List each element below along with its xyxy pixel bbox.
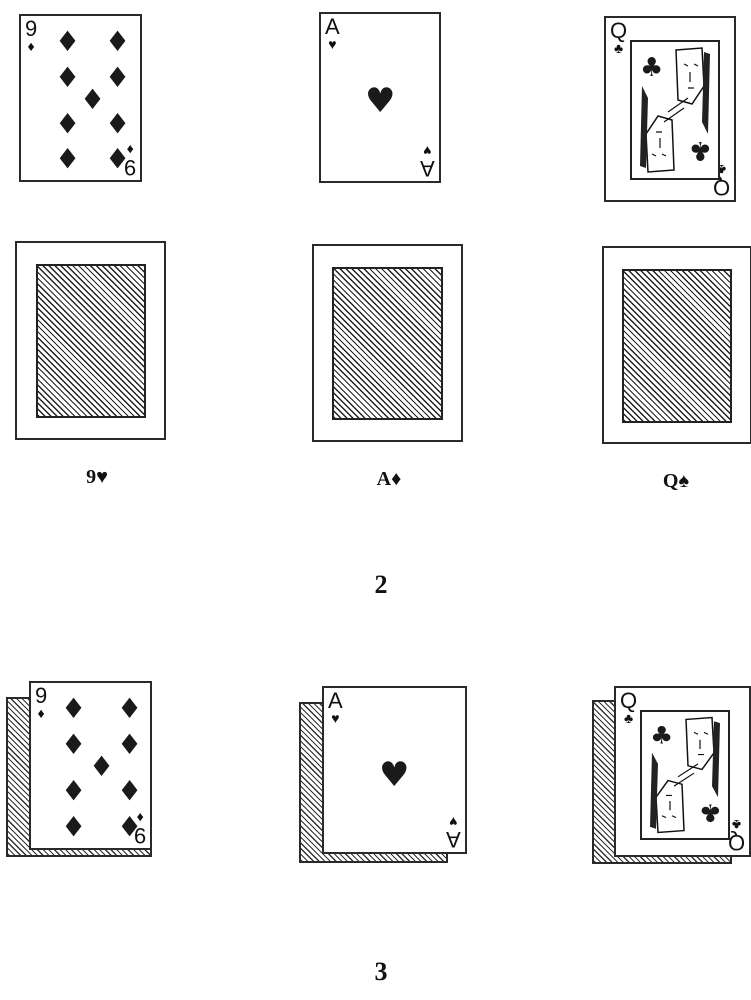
svg-text:♣: ♣ bbox=[689, 135, 712, 165]
card-corner-top: 9 ♦ bbox=[25, 19, 37, 53]
queen-portrait: ♣ ♣ bbox=[640, 710, 730, 840]
card-corner-bottom: A ♥ bbox=[446, 815, 461, 849]
club-suit-icon: ♣ bbox=[610, 41, 627, 55]
diamond-pip-icon: ♦ bbox=[80, 86, 105, 114]
diamond-pip-icon: ♦ bbox=[117, 695, 142, 723]
heart-pip-icon: ♥ bbox=[365, 84, 395, 118]
step-number-3: 3 bbox=[351, 957, 411, 987]
card-ace-of-hearts-stacked[interactable]: A ♥ A ♥ ♥ bbox=[322, 686, 467, 854]
card-back-pattern bbox=[622, 269, 732, 423]
heart-pip-icon: ♥ bbox=[379, 758, 409, 792]
diamond-pip-icon: ♦ bbox=[117, 731, 142, 759]
card-corner-top: Q ♣ bbox=[620, 691, 637, 725]
card-label-3: Q♠ bbox=[636, 470, 716, 493]
queen-portrait: ♣ ♣ bbox=[630, 40, 720, 180]
card-label-2: A♦ bbox=[349, 468, 429, 491]
card-corner-top: 9 ♦ bbox=[35, 686, 47, 720]
rank-text: A bbox=[446, 827, 461, 852]
card-back-pattern bbox=[332, 267, 443, 420]
svg-text:♣: ♣ bbox=[650, 721, 673, 749]
diamond-suit-icon: ♦ bbox=[25, 39, 37, 53]
diamond-pip-icon: ♦ bbox=[61, 811, 86, 839]
card-nine-of-diamonds[interactable]: 9 ♦ 9 ♦ ♦ ♦ ♦ ♦ ♦ ♦ ♦ ♦ ♦ bbox=[19, 14, 142, 182]
svg-text:♣: ♣ bbox=[699, 799, 722, 827]
card-back-1[interactable] bbox=[15, 241, 166, 440]
card-ace-of-hearts[interactable]: A ♥ A ♥ ♥ bbox=[319, 12, 441, 183]
heart-suit-icon: ♥ bbox=[325, 37, 340, 51]
card-corner-top: A ♥ bbox=[328, 691, 343, 725]
diamond-pip-icon: ♦ bbox=[55, 143, 80, 171]
card-back-2[interactable] bbox=[312, 244, 463, 442]
diamond-pip-icon: ♦ bbox=[61, 775, 86, 803]
diamond-pip-icon: ♦ bbox=[55, 64, 80, 92]
svg-text:♣: ♣ bbox=[640, 53, 663, 83]
card-back-pattern bbox=[36, 264, 146, 418]
card-corner-top: Q ♣ bbox=[610, 21, 627, 55]
diamond-pip-icon: ♦ bbox=[89, 753, 114, 781]
queen-figure-icon: ♣ ♣ bbox=[632, 42, 718, 178]
diamond-pip-icon: ♦ bbox=[55, 108, 80, 136]
diamond-suit-icon: ♦ bbox=[35, 706, 47, 720]
diamond-pip-icon: ♦ bbox=[55, 28, 80, 56]
diamond-pip-icon: ♦ bbox=[105, 64, 130, 92]
club-suit-icon: ♣ bbox=[620, 711, 637, 725]
diamond-pip-icon: ♦ bbox=[117, 811, 142, 839]
diamond-pip-icon: ♦ bbox=[61, 731, 86, 759]
diamond-pip-icon: ♦ bbox=[105, 28, 130, 56]
card-queen-of-clubs-stacked[interactable]: Q ♣ Q ♣ ♣ ♣ bbox=[614, 686, 751, 857]
card-corner-bottom: A ♥ bbox=[420, 144, 435, 178]
rank-text: Q bbox=[728, 830, 745, 855]
heart-suit-icon: ♥ bbox=[328, 711, 343, 725]
card-back-3[interactable] bbox=[602, 246, 751, 444]
step-number-2: 2 bbox=[351, 570, 411, 600]
diamond-pip-icon: ♦ bbox=[117, 775, 142, 803]
card-corner-top: A ♥ bbox=[325, 17, 340, 51]
card-nine-of-diamonds-stacked[interactable]: 9 ♦ 9 ♦ ♦ ♦ ♦ ♦ ♦ ♦ ♦ ♦ ♦ bbox=[29, 681, 152, 850]
card-queen-of-clubs[interactable]: Q ♣ Q ♣ ♣ ♣ bbox=[604, 16, 736, 202]
card-label-1: 9♥ bbox=[57, 466, 137, 489]
card-corner-bottom: Q ♣ bbox=[728, 818, 745, 852]
diamond-pip-icon: ♦ bbox=[61, 695, 86, 723]
queen-figure-icon: ♣ ♣ bbox=[642, 712, 728, 838]
diamond-pip-icon: ♦ bbox=[105, 143, 130, 171]
diamond-pip-icon: ♦ bbox=[105, 108, 130, 136]
rank-text: A bbox=[420, 156, 435, 181]
